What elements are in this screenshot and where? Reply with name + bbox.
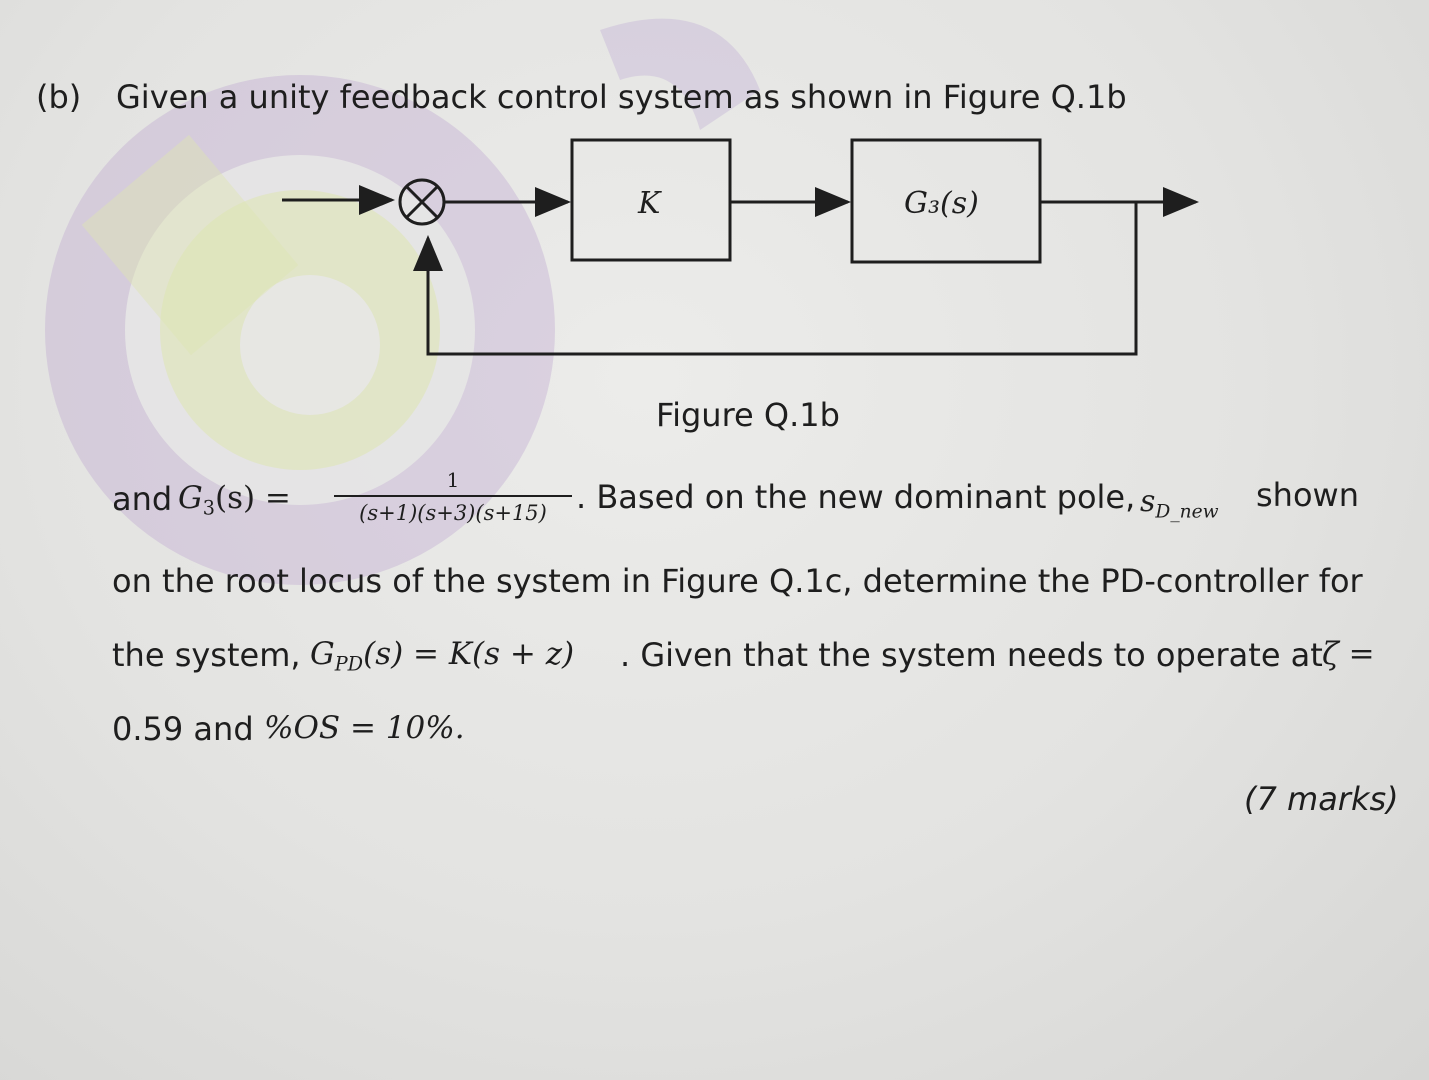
g3-expression: G3(s) = bbox=[178, 480, 291, 520]
overshoot-expression: %OS = 10%. bbox=[264, 710, 465, 746]
gpd-expression: GPD(s) = K(s + z) bbox=[310, 636, 575, 676]
block-diagram bbox=[282, 138, 1199, 356]
part-label: (b) bbox=[36, 78, 82, 116]
plant-label: G₃(s) bbox=[904, 186, 979, 221]
fraction-denominator: (s+1)(s+3)(s+15) bbox=[359, 501, 547, 525]
controller-label: K bbox=[638, 186, 661, 221]
fraction-numerator: 1 bbox=[446, 468, 460, 492]
controller-block bbox=[570, 138, 732, 262]
pole-symbol: sD_new bbox=[1140, 484, 1219, 523]
and-text: and bbox=[112, 480, 173, 518]
zeta-expression: ζ = bbox=[1322, 636, 1375, 672]
shown-text: shown bbox=[1256, 476, 1359, 514]
body-line-3-start: the system, bbox=[112, 636, 301, 674]
transfer-fraction: 1 (s+1)(s+3)(s+15) bbox=[334, 468, 572, 525]
body-line-4: 0.59 and bbox=[112, 710, 254, 748]
dominant-pole-text: . Based on the new dominant pole, bbox=[576, 478, 1136, 516]
body-line-3-end: . Given that the system needs to operate… bbox=[620, 636, 1323, 674]
feedback-path bbox=[413, 202, 1138, 356]
intro-text: Given a unity feedback control system as… bbox=[116, 78, 1127, 116]
body-line-2: on the root locus of the system in Figur… bbox=[112, 562, 1363, 600]
fraction-bar bbox=[334, 495, 572, 497]
marks-label: (7 marks) bbox=[1244, 780, 1399, 818]
figure-caption: Figure Q.1b bbox=[656, 396, 840, 434]
